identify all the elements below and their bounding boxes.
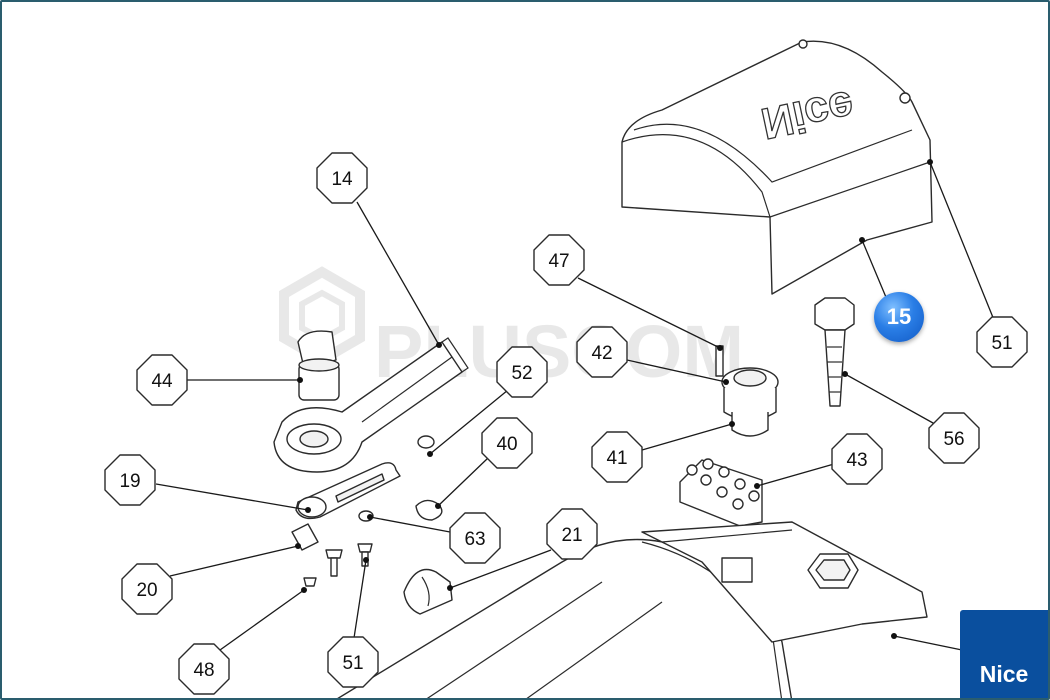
svg-text:19: 19 [119, 471, 140, 492]
callout-20: 20 [121, 563, 173, 615]
callout-56: 56 [928, 412, 980, 464]
callout-43: 43 [831, 433, 883, 485]
cable-gland [721, 367, 779, 437]
terminal-block [679, 458, 763, 527]
svg-text:44: 44 [151, 371, 173, 392]
callout-44: 44 [136, 354, 188, 406]
callout-51-lower: 51 [327, 636, 379, 688]
callout-48: 48 [178, 643, 230, 695]
svg-text:14: 14 [331, 169, 353, 190]
svg-text:47: 47 [548, 251, 569, 272]
brand-logo: Nice [960, 610, 1048, 698]
callout-63: 63 [449, 512, 501, 564]
motor-cover: Nice [621, 39, 933, 295]
bolt [814, 297, 855, 407]
svg-text:43: 43 [846, 450, 867, 471]
link-arm [295, 462, 401, 520]
callout-52: 52 [496, 346, 548, 398]
key [297, 330, 340, 401]
highlight-callout-15: 15 [874, 292, 924, 342]
svg-text:20: 20 [136, 580, 157, 601]
callout-47: 47 [533, 234, 585, 286]
callout-14: 14 [316, 152, 368, 204]
svg-text:48: 48 [193, 660, 214, 681]
release-lever [273, 337, 469, 473]
callout-42: 42 [576, 326, 628, 378]
svg-text:63: 63 [464, 529, 485, 550]
svg-text:42: 42 [591, 343, 612, 364]
svg-text:51: 51 [991, 333, 1012, 354]
motor-housing [337, 521, 928, 698]
callout-19: 19 [104, 454, 156, 506]
svg-text:41: 41 [606, 448, 627, 469]
callout-40: 40 [481, 417, 533, 469]
svg-text:56: 56 [943, 429, 964, 450]
callout-41: 41 [591, 431, 643, 483]
bracket [403, 568, 453, 615]
leader-lines [155, 159, 995, 651]
svg-text:40: 40 [496, 434, 517, 455]
svg-text:51: 51 [342, 653, 363, 674]
svg-text:52: 52 [511, 363, 532, 384]
svg-text:21: 21 [561, 525, 582, 546]
callout-21: 21 [546, 508, 598, 560]
callout-51-upper: 51 [976, 316, 1028, 368]
